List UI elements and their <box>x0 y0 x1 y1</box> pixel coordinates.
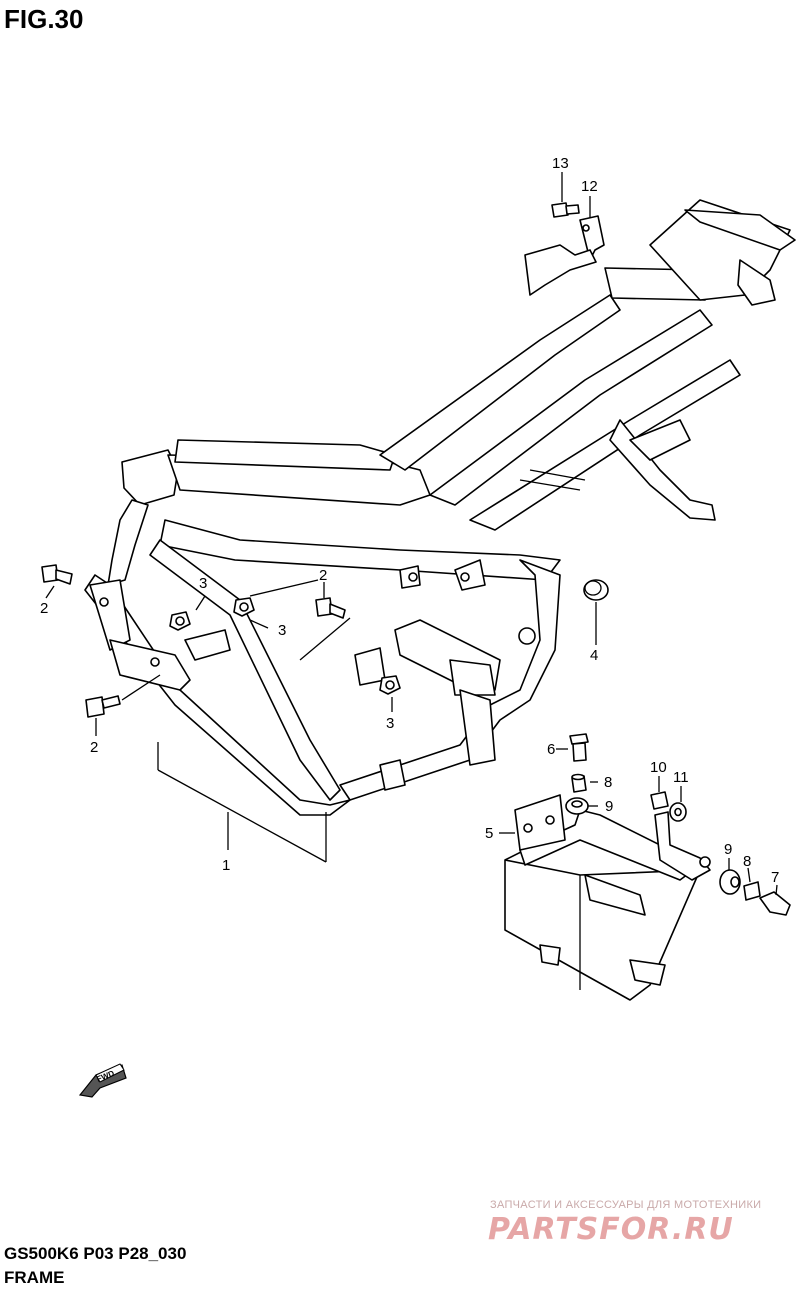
callout-1: 1 <box>222 857 230 874</box>
tail-bracket[interactable] <box>524 215 605 296</box>
figure-number: FIG.30 <box>4 4 84 34</box>
callout-10: 10 <box>650 759 667 776</box>
callout-2c: 2 <box>90 739 98 756</box>
bolt-7[interactable] <box>759 891 791 916</box>
callout-7: 7 <box>771 869 779 886</box>
callout-6: 6 <box>547 741 555 758</box>
nut-3b[interactable] <box>233 597 255 617</box>
callout-2a: 2 <box>40 600 48 617</box>
fwd-arrow-icon: FWD <box>78 1063 127 1098</box>
bolt-6[interactable] <box>569 733 589 762</box>
bolt-2c[interactable] <box>85 695 121 718</box>
callout-11: 11 <box>673 769 689 786</box>
nut-10[interactable] <box>650 791 669 810</box>
callout-12: 12 <box>581 178 598 195</box>
callout-2b: 2 <box>319 567 327 584</box>
watermark-tagline: ЗАПЧАСТИ И АКСЕССУАРЫ ДЛЯ МОТОТЕХНИКИ <box>490 1199 762 1211</box>
grommet-4[interactable] <box>583 579 609 601</box>
collar-8a[interactable] <box>571 773 587 793</box>
callout-13: 13 <box>552 155 569 172</box>
bolt-2a[interactable] <box>41 564 73 585</box>
watermark-logo: PARTSFOR.RU <box>488 1212 734 1247</box>
callout-9a: 9 <box>605 798 613 815</box>
callout-labels: 1 2 2 2 3 3 3 4 5 6 7 8 8 9 9 10 11 12 1… <box>40 155 779 886</box>
bolt-2b[interactable] <box>315 597 346 619</box>
callout-4: 4 <box>590 647 598 664</box>
bolt-13[interactable] <box>551 202 580 218</box>
section-name: FRAME <box>4 1268 65 1287</box>
callout-3c: 3 <box>386 715 394 732</box>
callout-8a: 8 <box>604 774 612 791</box>
grommet-9a[interactable] <box>565 797 589 815</box>
callout-9b: 9 <box>724 841 732 858</box>
grommet-9b[interactable] <box>719 869 741 895</box>
leader-lines <box>45 172 778 896</box>
washer-11[interactable] <box>669 802 687 822</box>
nut-3c[interactable] <box>379 675 401 695</box>
nut-3a[interactable] <box>169 611 191 631</box>
callout-3a: 3 <box>199 575 207 592</box>
callout-3b: 3 <box>278 622 286 639</box>
collar-8b[interactable] <box>743 881 761 901</box>
frame-assembly[interactable] <box>84 199 796 816</box>
callout-8b: 8 <box>743 853 751 870</box>
callout-5: 5 <box>485 825 493 842</box>
battery-case[interactable] <box>504 794 711 1001</box>
model-code: GS500K6 P03 P28_030 <box>4 1244 187 1263</box>
